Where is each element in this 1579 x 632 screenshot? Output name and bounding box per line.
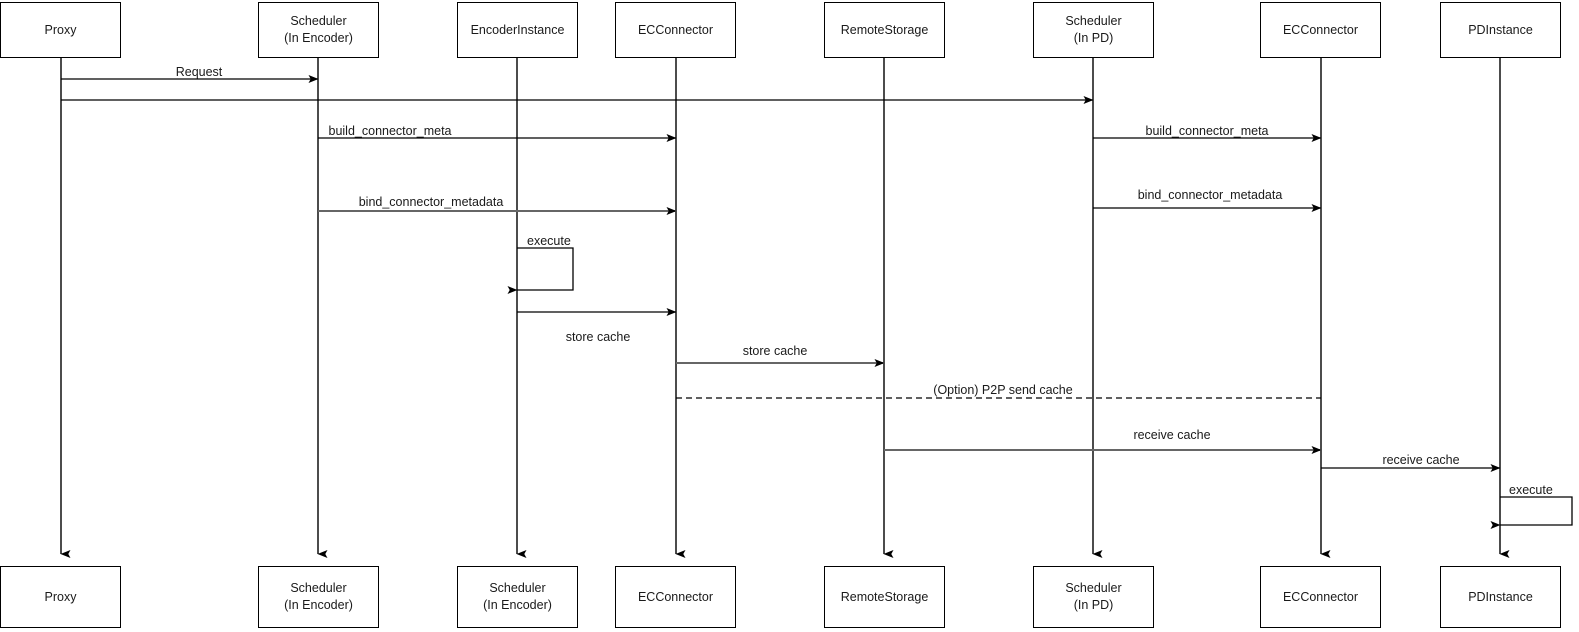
message-label-m4: build_connector_meta [1145, 124, 1269, 138]
participant-sublabel: (In Encoder) [483, 598, 552, 612]
participant-box-top-pd_inst[interactable]: PDInstance [1440, 2, 1561, 58]
participant-box-top-remote_store[interactable]: RemoteStorage [824, 2, 945, 58]
message-label-m11: receive cache [1382, 453, 1460, 467]
participant-label: ECConnector [637, 22, 714, 37]
messages-group [61, 75, 1501, 472]
participant-box-bottom-sched_pd[interactable]: Scheduler (In PD) [1033, 566, 1154, 628]
message-label-m3: build_connector_meta [328, 124, 452, 138]
message-label-m1: Request [175, 65, 223, 79]
participant-label: EncoderInstance [470, 22, 565, 37]
participant-box-bottom-encoder_inst[interactable]: Scheduler (In Encoder) [457, 566, 578, 628]
message-label-m6: bind_connector_metadata [1137, 188, 1283, 202]
participant-sublabel: (In Encoder) [284, 31, 353, 45]
self-message-label-s1: execute [527, 234, 571, 248]
participant-label: Scheduler [1065, 581, 1122, 596]
participant-box-bottom-remote_store[interactable]: RemoteStorage [824, 566, 945, 628]
self-message-loop-s1[interactable] [507, 247, 574, 294]
participant-label: Scheduler [489, 581, 546, 596]
participant-box-bottom-ec_conn_pd[interactable]: ECConnector [1260, 566, 1381, 628]
message-label-m5: bind_connector_metadata [358, 195, 504, 209]
message-label-m9: (Option) P2P send cache [933, 383, 1073, 397]
participant-box-top-sched_enc[interactable]: Scheduler (In Encoder) [258, 2, 379, 58]
participant-sublabel: (In PD) [1073, 31, 1114, 45]
participant-label: PDInstance [1468, 589, 1533, 604]
self-message-loop-s2[interactable] [1490, 496, 1573, 529]
participant-box-top-ec_conn_pd[interactable]: ECConnector [1260, 2, 1381, 58]
participant-box-top-sched_pd[interactable]: Scheduler (In PD) [1033, 2, 1154, 58]
message-label-m8: store cache [742, 344, 808, 358]
participant-box-top-ec_conn_enc[interactable]: ECConnector [615, 2, 736, 58]
participant-label: PDInstance [1468, 22, 1533, 37]
participant-label: Scheduler [290, 581, 347, 596]
participant-box-bottom-pd_inst[interactable]: PDInstance [1440, 566, 1561, 628]
participant-box-top-proxy[interactable]: Proxy [0, 2, 121, 58]
participant-label: RemoteStorage [840, 589, 929, 604]
participant-label: ECConnector [1282, 589, 1359, 604]
self-message-label-s2: execute [1509, 483, 1553, 497]
participant-label: Scheduler [1065, 14, 1122, 29]
participant-label: ECConnector [637, 589, 714, 604]
participant-label: Proxy [44, 589, 77, 604]
participant-box-bottom-ec_conn_enc[interactable]: ECConnector [615, 566, 736, 628]
participant-sublabel: (In Encoder) [284, 598, 353, 612]
message-label-m7: store cache [565, 330, 631, 344]
message-label-m10: receive cache [1133, 428, 1211, 442]
participant-box-bottom-sched_enc[interactable]: Scheduler (In Encoder) [258, 566, 379, 628]
participant-box-bottom-proxy[interactable]: Proxy [0, 566, 121, 628]
participant-label: Proxy [44, 22, 77, 37]
participant-label: ECConnector [1282, 22, 1359, 37]
participant-label: RemoteStorage [840, 22, 929, 37]
participant-label: Scheduler [290, 14, 347, 29]
lifelines-group [60, 58, 1510, 558]
participant-sublabel: (In PD) [1073, 598, 1114, 612]
self-messages-group [507, 247, 1573, 529]
participant-box-top-encoder_inst[interactable]: EncoderInstance [457, 2, 578, 58]
